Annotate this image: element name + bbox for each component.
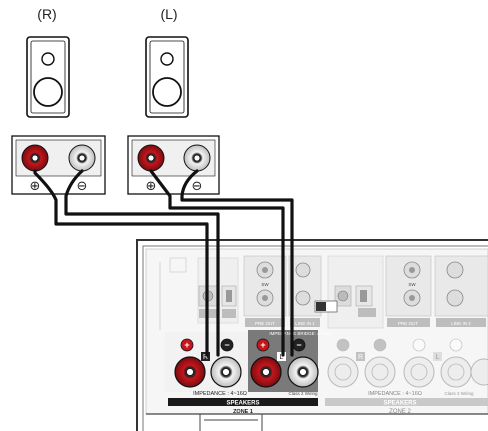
line-in-label: LINE IN 2 — [451, 321, 471, 326]
zone2-heading: SPEAKERS — [383, 401, 416, 407]
receiver-rear-panel: PRE OUT SW LINE IN 1 PRE OUT SW — [136, 239, 488, 431]
sw-label: SW — [261, 282, 269, 287]
plus-icon: + — [184, 340, 189, 350]
class2-wiring-label: Class 2 Wiring — [288, 391, 318, 396]
negative-terminal-icon: ⊖ — [192, 179, 203, 194]
woofer-icon — [33, 77, 63, 107]
zone2-label: ZONE 2 — [389, 409, 411, 415]
speaker-wires — [33, 169, 294, 357]
bridge-impedance-label: IMPEDANCE BRIDGE: 4~16Ω — [269, 331, 331, 336]
zone1-speaker-terminals: IMPEDANCE BRIDGE: 4~16Ω + − R + − L IMPE… — [165, 330, 331, 397]
speaker-right: (R) — [26, 6, 70, 118]
line-in-label: LINE IN 1 — [295, 321, 315, 326]
sw-label: SW — [408, 282, 416, 287]
channel-r-badge: R — [358, 354, 363, 361]
speaker-left-terminals: ⊕ ⊖ — [127, 135, 220, 195]
minus-icon: − — [296, 340, 301, 350]
wire-left-negative — [180, 169, 294, 357]
channel-l-badge: L — [280, 354, 284, 361]
plus-icon: + — [260, 340, 265, 350]
class2-wiring-label: Class 2 Wiring — [444, 391, 474, 396]
zone1-heading: SPEAKERS — [226, 401, 259, 407]
zone2-speaker-terminals: R L IMPEDANCE : 4~16Ω Class 2 Wiring — [327, 338, 488, 397]
woofer-icon — [152, 77, 182, 107]
positive-terminal-icon: ⊕ — [30, 179, 41, 194]
zone2-impedance-label: IMPEDANCE : 4~16Ω — [368, 391, 422, 397]
speaker-left-label: (L) — [160, 6, 177, 22]
tweeter-icon — [160, 52, 174, 66]
positive-terminal-icon: ⊕ — [146, 179, 157, 194]
speaker-right-label: (R) — [37, 6, 56, 22]
speaker-right-terminals: ⊕ ⊖ — [11, 135, 106, 195]
zone1-label: ZONE 1 — [233, 409, 253, 415]
pre-out-label: PRE OUT — [255, 321, 275, 326]
speaker-left: (L) — [145, 6, 189, 118]
minus-icon: − — [224, 340, 229, 350]
bridge-switch — [314, 300, 338, 313]
audio-input-group-2: PRE OUT SW LINE IN 2 — [327, 255, 488, 329]
wire-right-negative — [64, 169, 220, 357]
negative-terminal-icon: ⊖ — [77, 179, 88, 194]
zone1-impedance-label: IMPEDANCE : 4~16Ω — [193, 391, 247, 397]
tweeter-icon — [41, 52, 55, 66]
zone2-bar — [325, 398, 488, 406]
zone1-bar — [168, 398, 318, 406]
channel-l-badge: L — [436, 354, 440, 361]
wire-left-positive — [149, 169, 285, 357]
pre-out-label: PRE OUT — [398, 321, 418, 326]
wire-right-positive — [33, 169, 209, 357]
channel-r-badge: R — [203, 354, 208, 361]
